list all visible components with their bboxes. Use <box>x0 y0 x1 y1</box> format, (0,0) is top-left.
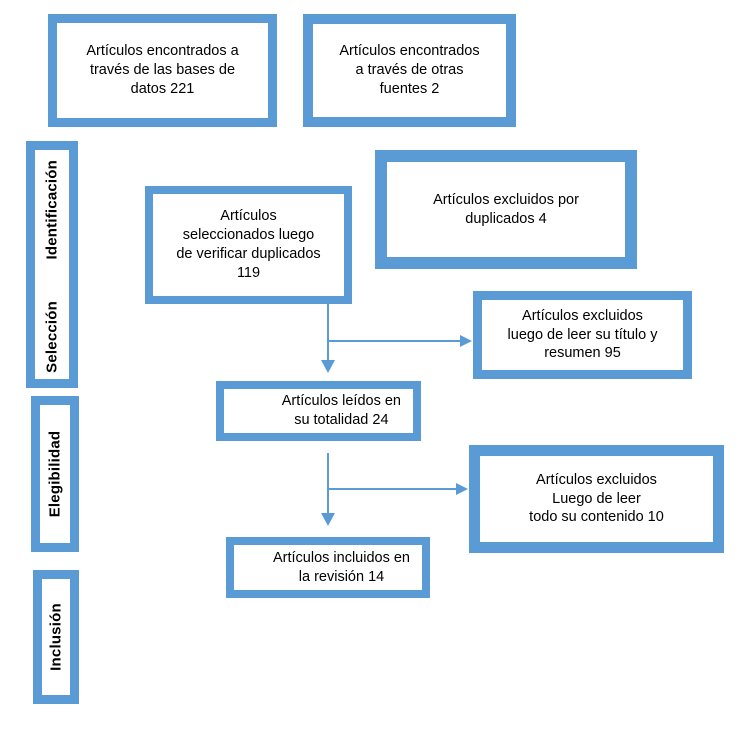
node-label: Artículos encontrados a través de otras … <box>313 24 506 117</box>
stage-bar-elegibilidad: Elegibilidad <box>31 396 79 552</box>
node-label: Artículos incluidos en la revisión 14 <box>234 545 422 590</box>
node-articles-included: Artículos incluidos en la revisión 14 <box>226 537 430 598</box>
connector-after-duplicates-to-excluded-title-arrowhead <box>460 335 472 347</box>
stage-bar-inner: Inclusión <box>42 579 70 695</box>
connector-after-duplicates-to-full-text-line <box>327 304 329 362</box>
connector-full-text-to-included-line <box>327 453 329 515</box>
node-label: Artículos excluidos luego de leer su tít… <box>482 300 683 370</box>
connector-after-duplicates-to-full-text-arrowhead <box>321 360 335 373</box>
node-excluded-full-text: Artículos excluidos Luego de leer todo s… <box>469 445 724 553</box>
node-label: Artículos leídos en su totalidad 24 <box>224 389 413 433</box>
node-articles-after-duplicates: Artículos seleccionados luego de verific… <box>145 186 352 304</box>
stage-bar-inclusion: Inclusión <box>33 570 79 704</box>
connector-full-text-to-excluded-full-line <box>327 488 457 490</box>
stage-bar-inner: Identificación Selección <box>35 150 69 379</box>
connector-after-duplicates-to-excluded-title-line <box>327 340 461 342</box>
node-excluded-title-abstract: Artículos excluidos luego de leer su tít… <box>473 291 692 379</box>
node-label: Artículos excluidos Luego de leer todo s… <box>480 456 713 542</box>
node-label: Artículos excluidos por duplicados 4 <box>387 162 625 257</box>
stage-label-seleccion: Selección <box>43 301 61 373</box>
node-excluded-duplicates: Artículos excluidos por duplicados 4 <box>375 150 637 269</box>
node-articles-from-databases: Artículos encontrados a través de las ba… <box>48 14 277 127</box>
stage-bar-inner: Elegibilidad <box>40 405 70 543</box>
node-label: Artículos seleccionados luego de verific… <box>153 194 344 296</box>
stage-bar-identificacion-seleccion: Identificación Selección <box>26 141 78 388</box>
node-label: Artículos encontrados a través de las ba… <box>57 23 268 118</box>
connector-full-text-to-excluded-full-arrowhead <box>456 483 468 495</box>
connector-full-text-to-included-arrowhead <box>321 513 335 526</box>
stage-label-identificacion: Identificación <box>43 160 61 260</box>
stage-label-elegibilidad: Elegibilidad <box>46 430 64 518</box>
stage-label-inclusion: Inclusión <box>47 603 65 671</box>
node-articles-from-other-sources: Artículos encontrados a través de otras … <box>303 14 516 127</box>
node-full-text-articles-read: Artículos leídos en su totalidad 24 <box>216 381 421 441</box>
